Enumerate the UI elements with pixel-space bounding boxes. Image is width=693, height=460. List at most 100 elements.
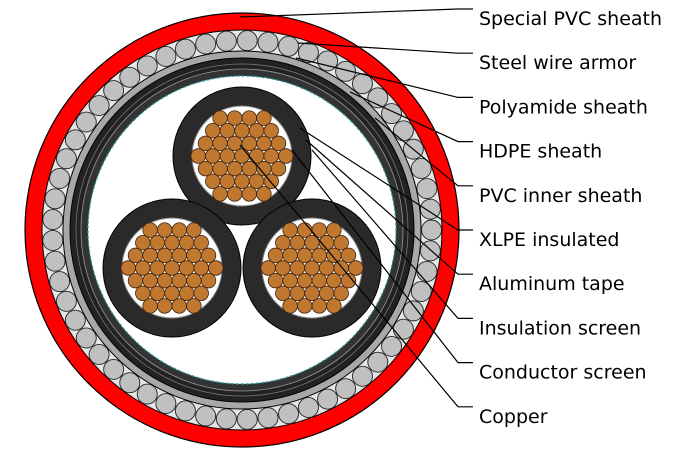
steel-armor-wire [257, 407, 279, 429]
label-conductor-screen: Conductor screen [479, 362, 647, 384]
label-xlpe-insulated: XLPE insulated [479, 229, 620, 251]
copper-wire [212, 186, 228, 202]
copper-wire [226, 135, 243, 152]
copper-wire [260, 260, 276, 276]
steel-armor-wire [335, 60, 357, 82]
copper-wire [348, 260, 364, 276]
copper-wire [270, 160, 287, 177]
copper-wire [226, 110, 243, 126]
copper-wire [333, 285, 349, 301]
steel-armor-wire [88, 95, 110, 116]
copper-wire [297, 298, 313, 314]
copper-wire [212, 110, 228, 126]
label-special-pvc-sheath: Special PVC sheath [479, 8, 662, 30]
copper-wire [289, 285, 306, 301]
copper-wire [219, 148, 236, 164]
steel-armor-wire [103, 358, 125, 380]
copper-wire [171, 247, 188, 264]
copper-wire [205, 173, 221, 189]
steel-armor-wire [297, 397, 319, 418]
leader-line [239, 8, 473, 18]
steel-armor-wire [119, 372, 141, 394]
leader-line [239, 144, 473, 408]
label-steel-wire-armor: Steel wire armor [479, 52, 636, 74]
steel-armor-wire [42, 229, 64, 251]
copper-wire [267, 272, 284, 289]
copper-wire [333, 235, 349, 251]
label-insulation-screen: Insulation screen [479, 317, 641, 339]
leader-line [291, 149, 473, 364]
copper-wire [186, 222, 202, 238]
copper-wire [178, 285, 195, 301]
copper-wire [164, 235, 180, 251]
steel-armor-wire [136, 55, 158, 77]
steel-armor-wire [392, 120, 414, 142]
copper-wire [193, 260, 209, 276]
leader-line [299, 127, 473, 231]
copper-wire [241, 186, 258, 202]
copper-wire [282, 298, 298, 314]
copper-wire [241, 135, 258, 152]
copper-wire [197, 135, 214, 152]
copper-wire [311, 222, 328, 238]
copper-wire [156, 272, 173, 289]
steel-armor-wire [155, 393, 177, 414]
copper-wire [241, 160, 258, 177]
steel-armor-wire [75, 327, 97, 349]
copper-wire [340, 247, 357, 264]
copper-wire [311, 298, 328, 314]
steel-armor-wire [155, 46, 177, 67]
copper-wire [142, 298, 158, 314]
copper-wire [326, 222, 342, 238]
copper-wire [164, 260, 180, 276]
copper-wire [275, 235, 291, 251]
copper-wire [171, 222, 188, 238]
copper-wire [164, 285, 180, 301]
copper-wire [178, 260, 195, 276]
copper-wire [149, 235, 166, 251]
copper-wire [226, 160, 243, 177]
label-copper: Copper [479, 406, 548, 428]
copper-wire [256, 186, 272, 202]
steel-armor-wire [44, 188, 66, 210]
copper-wire [275, 285, 291, 301]
steel-armor-wire [381, 335, 402, 357]
copper-wire [127, 272, 144, 289]
copper-wire [226, 186, 243, 202]
steel-armor-wire [236, 408, 258, 430]
copper-wire [304, 260, 320, 276]
copper-wire [297, 247, 313, 264]
copper-wire [205, 148, 221, 164]
steel-armor-wire [195, 405, 217, 427]
copper-wire [171, 272, 188, 289]
steel-armor-wire [44, 250, 66, 272]
copper-wire [197, 160, 214, 177]
steel-armor-wire [392, 318, 414, 340]
steel-armor-wire [381, 103, 402, 125]
steel-armor-wire [278, 403, 299, 425]
copper-wire [282, 272, 298, 289]
steel-armor-wire [335, 378, 357, 400]
core [242, 198, 382, 338]
steel-armor-wire [317, 388, 339, 410]
copper-wire [193, 235, 209, 251]
steel-armor-wire [352, 73, 373, 95]
copper-wire [248, 173, 265, 189]
steel-armor-wire [317, 50, 339, 72]
copper-wire [156, 247, 173, 264]
copper-wire [263, 123, 279, 139]
label-polyamide-sheath: Polyamide sheath [479, 96, 648, 118]
copper-wire [340, 272, 357, 289]
steel-armor-wire [88, 344, 110, 365]
copper-wire [149, 285, 166, 301]
copper-wire [289, 235, 306, 251]
steel-armor-wire [215, 30, 237, 52]
steel-armor-wire [410, 281, 432, 302]
steel-armor-wire [75, 111, 97, 133]
steel-armor-wire [215, 408, 237, 430]
copper-wire [297, 222, 313, 238]
copper-wire [142, 222, 158, 238]
copper-wire [318, 285, 335, 301]
steel-armor-wire [352, 365, 373, 387]
copper-wire [149, 260, 166, 276]
